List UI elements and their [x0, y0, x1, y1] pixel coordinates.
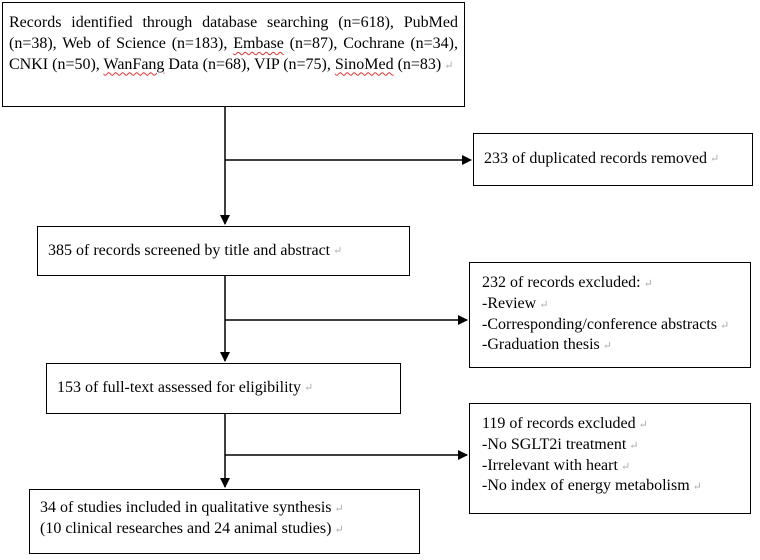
- paragraph-mark-icon: ↵: [444, 59, 454, 72]
- duplicates-text: 233 of duplicated records removed: [484, 150, 708, 168]
- duplicates-box: 233 of duplicated records removed↵: [473, 133, 753, 186]
- identified-line-2c: (n=87),: [283, 34, 338, 52]
- identified-line-4c: (n=83): [393, 55, 442, 73]
- paragraph-mark-icon: ↵: [620, 460, 631, 473]
- paragraph-mark-icon: ↵: [334, 503, 344, 515]
- paragraph-mark-icon: ↵: [643, 278, 653, 290]
- screened-box: 385 of records screened by title and abs…: [37, 226, 410, 276]
- paragraph-mark-icon: ↵: [539, 298, 549, 311]
- paragraph-mark-icon: ↵: [720, 319, 730, 332]
- paragraph-mark-icon: ↵: [638, 419, 648, 431]
- paragraph-mark-icon: ↵: [692, 481, 702, 494]
- paragraph-mark-icon: ↵: [333, 244, 343, 257]
- included-box: 34 of studies included in qualitative sy…: [29, 489, 420, 554]
- identified-line-2a: PubMed (n=38), Web of Science (n=183),: [9, 14, 459, 52]
- included-line-1: 34 of studies included in qualitative sy…: [40, 499, 344, 516]
- excluded1-heading: 232 of records excluded:↵: [482, 274, 653, 291]
- paragraph-mark-icon: ↵: [303, 382, 314, 395]
- identified-line-3c: Data (n=68), VIP: [164, 55, 280, 73]
- excluded1-item: -Graduation thesis↵: [482, 336, 612, 354]
- paragraph-mark-icon: ↵: [334, 523, 344, 536]
- excluded2-heading: 119 of records excluded↵: [482, 415, 648, 432]
- screened-text: 385 of records screened by title and abs…: [48, 241, 331, 259]
- excluded-box-2: 119 of records excluded↵ -No SGLT2i trea…: [469, 403, 751, 514]
- identified-line-1: Records identified through database sear…: [9, 14, 394, 31]
- excluded1-item: -Review↵: [482, 294, 549, 312]
- identified-wanfang: WanFang: [103, 55, 165, 73]
- paragraph-mark-icon: ↵: [602, 340, 612, 353]
- paragraph-mark-icon: ↵: [629, 439, 639, 452]
- identified-embase: Embase: [233, 34, 284, 52]
- excluded1-item: -Corresponding/conference abstracts↵: [482, 315, 730, 333]
- excluded2-item: -No index of energy metabolism↵: [482, 477, 702, 495]
- identified-sinomed: SinoMed: [334, 55, 394, 73]
- excluded-box-1: 232 of records excluded:↵ -Review↵ -Corr…: [469, 262, 751, 368]
- identified-line-4a: (n=75),: [283, 55, 335, 73]
- identified-line-3a: Cochrane (n=34), CNKI (n=50),: [9, 34, 459, 73]
- fulltext-text: 153 of full-text assessed for eligibilit…: [57, 379, 301, 397]
- paragraph-mark-icon: ↵: [710, 153, 720, 166]
- identified-box: Records identified through database sear…: [2, 2, 465, 107]
- excluded2-item: -No SGLT2i treatment↵: [482, 435, 639, 453]
- fulltext-box: 153 of full-text assessed for eligibilit…: [46, 363, 401, 414]
- included-line-2: (10 clinical researches and 24 animal st…: [40, 519, 344, 537]
- excluded2-item: -Irrelevant with heart↵: [482, 456, 631, 474]
